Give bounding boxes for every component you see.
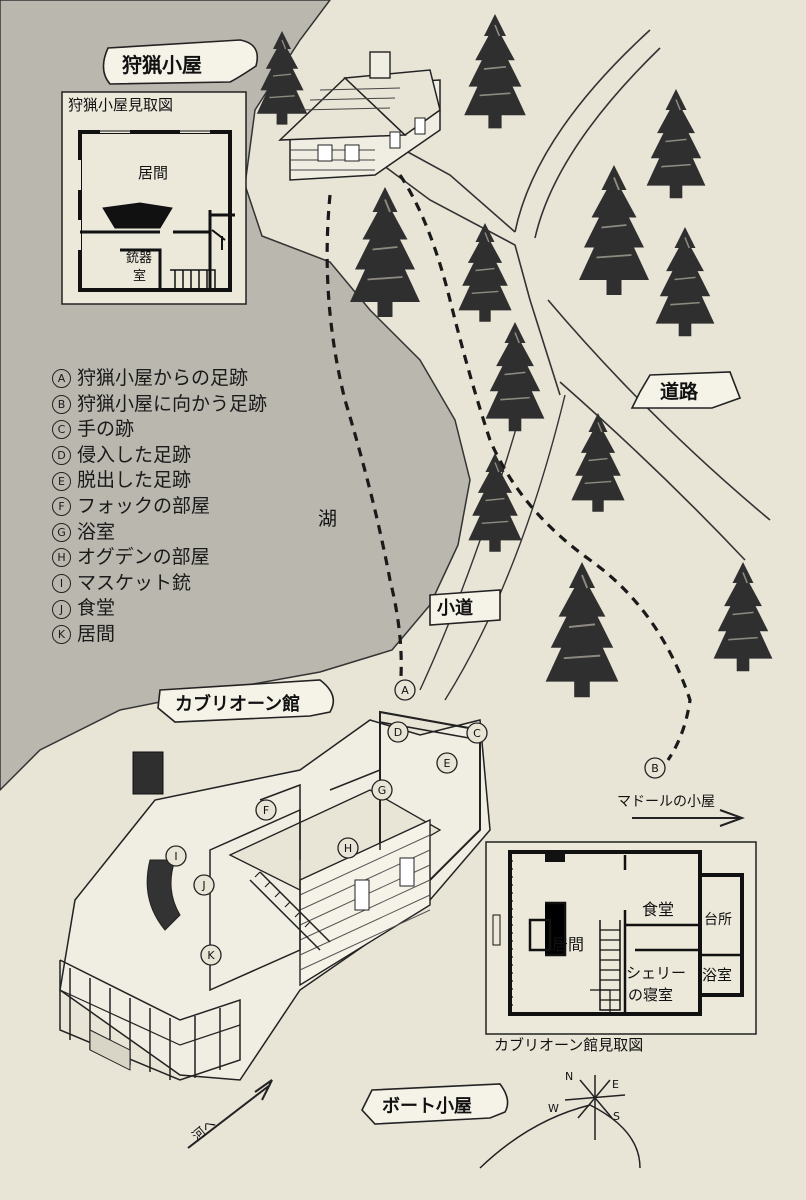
legend-key: C <box>52 420 71 440</box>
marker-k: K <box>207 949 215 962</box>
madol-hut-label: マドールの小屋 <box>617 794 715 810</box>
legend-text: 手の跡 <box>77 418 135 441</box>
river-arrow <box>187 1079 273 1149</box>
legend-item: G 浴室 <box>52 520 267 546</box>
compass-rose <box>479 1075 641 1169</box>
plan-shelly-label-1: シェリー <box>626 964 686 982</box>
plan-kitchen-label: 台所 <box>704 912 732 928</box>
marker-i: I <box>174 850 177 863</box>
marker-j: J <box>201 879 205 892</box>
road-branch <box>514 29 651 233</box>
legend-text: 浴室 <box>77 520 116 543</box>
legend-text: 狩猟小屋に向かう足跡 <box>77 392 268 415</box>
boat-hut-label: ボート小屋 <box>382 1096 472 1117</box>
legend-key: K <box>52 625 71 645</box>
legend: A 狩猟小屋からの足跡 B 狩猟小屋に向かう足跡 C 手の跡 D 侵入した足跡 E 脱出し… <box>52 366 267 648</box>
legend-key: J <box>52 599 71 619</box>
plan-dining-label: 食堂 <box>642 900 674 919</box>
capriorn-house-label: カブリオーン館 <box>175 693 300 715</box>
road-edge-right <box>394 144 516 233</box>
marker-h: H <box>344 842 352 855</box>
legend-text: マスケット銃 <box>77 571 192 594</box>
legend-key: A <box>52 369 71 389</box>
footprint-trail-b <box>398 174 692 761</box>
legend-key: H <box>52 548 71 568</box>
legend-key: B <box>52 394 71 414</box>
marker-b: B <box>651 762 659 775</box>
lodge-plan-frame <box>61 91 247 305</box>
road-ribbon <box>630 371 742 409</box>
road-main-2 <box>559 381 746 561</box>
legend-item: H オグデンの部屋 <box>52 545 267 571</box>
lodge-plan-title: 狩猟小屋見取図 <box>68 96 173 114</box>
legend-item: J 食堂 <box>52 596 267 622</box>
house-ribbon <box>157 679 335 723</box>
legend-item: C 手の跡 <box>52 417 267 443</box>
legend-text: 食堂 <box>77 597 116 620</box>
road-edge-left <box>359 147 561 396</box>
legend-text: 侵入した足跡 <box>77 443 192 466</box>
compass-e: E <box>612 1078 619 1091</box>
legend-key: D <box>52 446 71 466</box>
path-label: 小道 <box>437 597 473 619</box>
legend-text: 狩猟小屋からの足跡 <box>77 367 249 389</box>
legend-text: オグデンの部屋 <box>77 546 210 569</box>
to-river-label: 河へ <box>190 1116 220 1144</box>
hunting-lodge-building <box>278 51 441 181</box>
lodge-living-label: 居間 <box>138 164 168 182</box>
legend-item: B 狩猟小屋に向かう足跡 <box>52 392 267 418</box>
marker-e: E <box>444 757 451 770</box>
legend-key: E <box>52 471 71 491</box>
plan-shelly-label-2: の寝室 <box>628 986 673 1004</box>
legend-item: E 脱出した足跡 <box>52 468 267 494</box>
road-main <box>547 299 771 521</box>
legend-item: D 侵入した足跡 <box>52 443 267 469</box>
marker-circles <box>165 679 666 966</box>
marker-a: A <box>401 684 409 697</box>
boat-ribbon <box>361 1083 509 1125</box>
madol-arrow <box>632 809 745 827</box>
plan-bath-label: 浴室 <box>702 966 732 984</box>
marker-c: C <box>473 727 481 740</box>
footprint-trail-a <box>325 194 403 691</box>
legend-text: 居間 <box>77 622 116 645</box>
house-plan-title: カブリオーン館見取図 <box>494 1036 643 1054</box>
compass-w: W <box>548 1102 559 1115</box>
legend-item: I マスケット銃 <box>52 571 267 597</box>
legend-key: I <box>52 574 71 594</box>
lodge-gun-room-label-1: 銃器 <box>126 251 152 266</box>
path-right <box>444 394 566 701</box>
lodge-gun-room-label-2: 室 <box>133 268 146 284</box>
path-ribbon <box>429 589 501 626</box>
legend-item: K 居間 <box>52 622 267 648</box>
marker-g: G <box>378 784 387 797</box>
legend-key: F <box>52 497 71 517</box>
road-branch-2 <box>534 47 661 239</box>
hunting-lodge-label: 狩猟小屋 <box>122 53 202 77</box>
road-label: 道路 <box>660 380 699 403</box>
house-plan-frame <box>485 841 757 1035</box>
hunting-lodge-ribbon <box>102 39 259 85</box>
legend-text: 脱出した足跡 <box>77 469 192 492</box>
compass-n: N <box>565 1070 573 1083</box>
capriorn-house-building <box>59 710 491 1081</box>
compass-s: S <box>613 1110 620 1123</box>
legend-item: F フォックの部屋 <box>52 494 267 520</box>
plan-living-label: 居間 <box>552 935 584 954</box>
legend-text: フォックの部屋 <box>77 494 211 517</box>
legend-item: A 狩猟小屋からの足跡 <box>52 366 267 392</box>
lake-label: 湖 <box>318 508 337 530</box>
marker-d: D <box>394 726 402 739</box>
legend-key: G <box>52 522 71 542</box>
marker-f: F <box>263 804 269 817</box>
